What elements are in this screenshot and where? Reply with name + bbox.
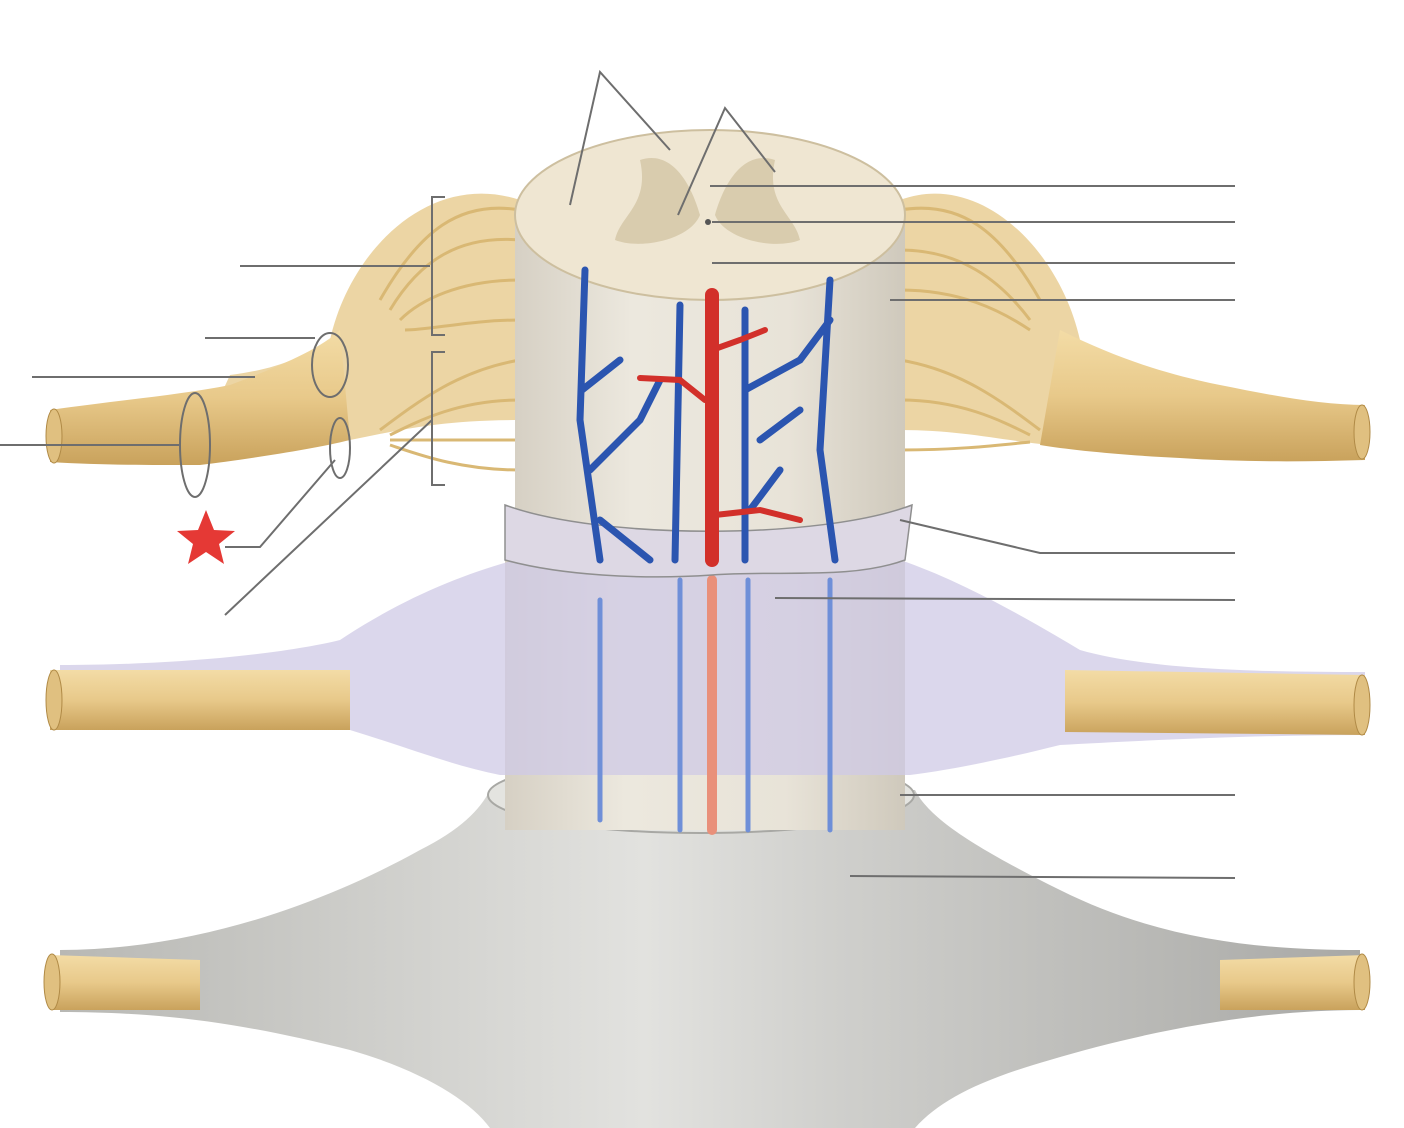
leader-line	[774, 597, 1236, 601]
bracket-lower	[431, 351, 445, 486]
bracket-upper	[431, 196, 445, 336]
white-matter	[514, 129, 906, 301]
blood-vessels	[576, 266, 839, 567]
leader-line	[849, 875, 1236, 879]
leader-line	[569, 69, 671, 206]
central-canal	[705, 219, 711, 225]
star-icon	[177, 510, 235, 564]
spinal-nerve-right	[899, 193, 1371, 462]
loop-indicator	[311, 332, 349, 398]
spinal-nerve-left	[45, 193, 521, 472]
leader-line	[899, 519, 1235, 554]
leader-line	[224, 419, 433, 616]
loop-indicator	[179, 392, 211, 498]
leader-line	[677, 106, 776, 216]
leader-line	[225, 459, 336, 548]
gray-matter-left	[615, 158, 700, 244]
loop-indicator	[329, 417, 351, 479]
leader-lines	[0, 69, 1236, 879]
spinal-nerve-bottom	[43, 953, 1371, 1011]
vessels-faded	[597, 575, 833, 835]
